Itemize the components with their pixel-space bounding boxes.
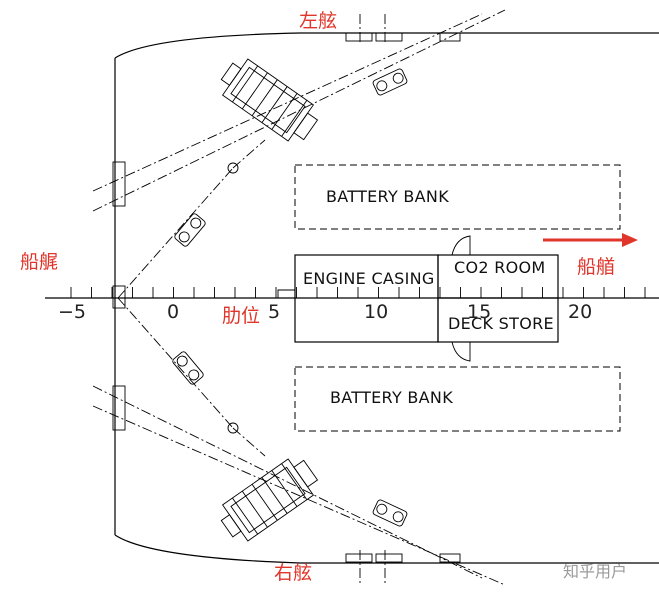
hull-outline bbox=[114, 32, 659, 564]
shaft-brackets bbox=[112, 32, 461, 563]
co2-room-label: CO2 ROOM bbox=[454, 258, 546, 277]
tick-label: 15 bbox=[467, 301, 491, 323]
battery-bank-bottom-label: BATTERY BANK bbox=[330, 388, 453, 407]
battery-bank-top-label: BATTERY BANK bbox=[326, 187, 449, 206]
bow-direction-arrow-icon bbox=[543, 233, 638, 247]
bow-label: 船艏 bbox=[577, 256, 615, 278]
thruster-unit-starboard bbox=[172, 351, 408, 542]
tick-label: 5 bbox=[268, 301, 280, 323]
frame-label: 肋位 bbox=[222, 305, 260, 327]
tick-label: 0 bbox=[167, 301, 179, 323]
port-side-label: 左舷 bbox=[299, 10, 337, 32]
starboard-side-label: 右舷 bbox=[274, 562, 312, 584]
stern-label: 船艉 bbox=[20, 251, 58, 273]
watermark: 知乎用户 bbox=[563, 562, 627, 581]
battery-bank-top bbox=[294, 164, 621, 230]
engine-casing-label: ENGINE CASING bbox=[303, 269, 435, 288]
tick-label: −5 bbox=[58, 301, 86, 323]
deck-store-label: DECK STORE bbox=[448, 314, 554, 333]
tick-label: 20 bbox=[568, 301, 592, 323]
axis-tick-labels: −5 0 5 10 15 20 bbox=[58, 301, 592, 323]
battery-bank-bottom bbox=[294, 366, 621, 432]
shaft-lines bbox=[92, 9, 506, 586]
deckhouse-rooms bbox=[277, 235, 559, 362]
thruster-unit-port bbox=[174, 58, 408, 247]
tick-label: 10 bbox=[364, 301, 388, 323]
frame-axis bbox=[45, 287, 659, 299]
